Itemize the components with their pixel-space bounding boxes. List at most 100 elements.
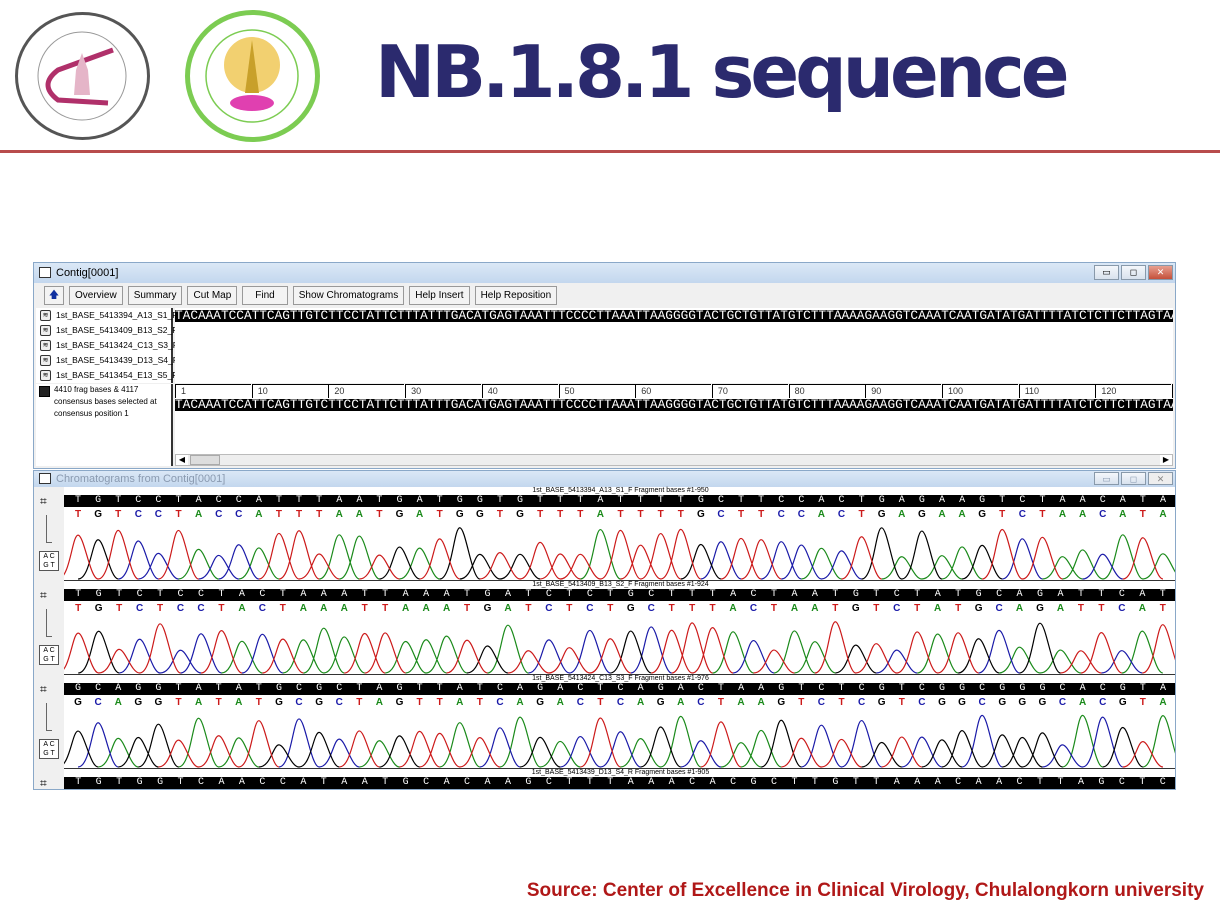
- fragment-name: 1st_BASE_5413439_D13_S4_R: [56, 355, 179, 365]
- position-ruler: 11020304050607080901001101201: [175, 384, 1173, 398]
- fragment-name: 1st_BASE_5413454_E13_S5_F: [56, 370, 178, 380]
- called-base: T: [75, 509, 81, 520]
- called-base: C: [95, 697, 102, 708]
- called-base: C: [798, 509, 805, 520]
- called-base: G: [697, 509, 705, 520]
- called-base: T: [477, 697, 483, 708]
- scale-slider[interactable]: [46, 609, 52, 637]
- fragment-item[interactable]: ≋1st_BASE_5413409_B13_S2_F: [36, 323, 177, 338]
- called-base: C: [893, 603, 900, 614]
- called-base: T: [899, 697, 905, 708]
- called-base: T: [669, 603, 675, 614]
- close-button[interactable]: ✕: [1148, 472, 1173, 485]
- called-base: A: [557, 697, 564, 708]
- called-base: G: [396, 697, 404, 708]
- minimize-button[interactable]: ▭: [1094, 472, 1119, 485]
- called-base: T: [1098, 603, 1104, 614]
- minimize-button[interactable]: ▭: [1094, 265, 1119, 280]
- called-base: T: [216, 697, 222, 708]
- called-base: A: [376, 697, 383, 708]
- fragment-item[interactable]: ≋1st_BASE_5413424_C13_S3_F: [36, 338, 178, 353]
- called-base: C: [586, 603, 593, 614]
- called-base: G: [476, 509, 484, 520]
- called-base: G: [155, 697, 163, 708]
- called-base: T: [537, 509, 543, 520]
- scale-slider[interactable]: [46, 703, 52, 731]
- called-base: G: [975, 603, 983, 614]
- called-base: T: [838, 697, 844, 708]
- expand-icon[interactable]: ⌗: [40, 776, 47, 790]
- ruler-tick: 1: [1172, 384, 1173, 398]
- help-reposition-button[interactable]: Help Reposition: [474, 286, 558, 305]
- scroll-right-arrow[interactable]: ▶: [1160, 455, 1172, 465]
- cut-map-button[interactable]: Cut Map: [187, 286, 238, 305]
- fragment-alignment-pane: TACAAATCCATTCAGTTGTCTTCCTATTCTTTATTTGACA…: [175, 308, 1173, 383]
- close-button[interactable]: ✕: [1148, 265, 1173, 280]
- expand-icon[interactable]: ⌗: [40, 494, 47, 508]
- fragment-item[interactable]: ≋ 1st_BASE_5413439_D13_S4_R: [36, 353, 179, 368]
- called-base: T: [638, 509, 644, 520]
- fragment-icon: ≋: [40, 325, 51, 336]
- trace-A: [178, 528, 1175, 580]
- maximize-button[interactable]: ◻: [1121, 265, 1146, 280]
- called-base: A: [637, 697, 644, 708]
- called-base: G: [878, 697, 886, 708]
- called-base: A: [516, 697, 523, 708]
- fragment-icon: ≋: [40, 355, 51, 366]
- called-base: T: [955, 603, 961, 614]
- ruler-tick: 30: [405, 384, 482, 398]
- scale-slider[interactable]: [46, 515, 52, 543]
- called-base: A: [195, 509, 202, 520]
- scroll-thumb[interactable]: [190, 455, 220, 465]
- called-base: A: [1079, 697, 1086, 708]
- fragment-name: 1st_BASE_5413394_A13_S1_F: [56, 310, 178, 320]
- called-base: C: [818, 697, 825, 708]
- called-base: C: [577, 697, 584, 708]
- fragment-item[interactable]: ≋ 1st_BASE_5413454_E13_S5_F: [36, 368, 177, 383]
- called-base: G: [74, 697, 82, 708]
- called-base: T: [75, 603, 81, 614]
- expand-icon[interactable]: ⌗: [40, 588, 47, 602]
- overview-button[interactable]: Overview: [69, 286, 123, 305]
- ruler-tick: 20: [328, 384, 405, 398]
- called-base: T: [280, 603, 286, 614]
- horizontal-scrollbar[interactable]: ◀ ▶: [175, 454, 1173, 466]
- called-base: T: [175, 697, 181, 708]
- called-base: T: [999, 509, 1005, 520]
- called-base: T: [116, 603, 122, 614]
- fragment-icon: ≋: [40, 370, 51, 381]
- called-base: T: [577, 509, 583, 520]
- trace-T: [64, 621, 1175, 674]
- up-button[interactable]: 🡅: [44, 286, 64, 305]
- scroll-left-arrow[interactable]: ◀: [176, 455, 188, 465]
- called-base: C: [545, 603, 552, 614]
- called-base: G: [134, 697, 142, 708]
- fragment-item[interactable]: ≋1st_BASE_5413394_A13_S1_F: [36, 308, 177, 323]
- ruler-tick: 90: [865, 384, 942, 398]
- called-base: T: [276, 509, 282, 520]
- show-chromatograms-button[interactable]: Show Chromatograms: [292, 286, 405, 305]
- called-base: G: [536, 697, 544, 708]
- called-base: T: [296, 509, 302, 520]
- called-base: G: [1039, 697, 1047, 708]
- maximize-button[interactable]: ◻: [1121, 472, 1146, 485]
- called-base: G: [1018, 697, 1026, 708]
- called-base: G: [396, 509, 404, 520]
- find-button[interactable]: Find: [242, 286, 288, 305]
- slide-title: NB.1.8.1 sequence: [375, 30, 1070, 114]
- called-base: G: [777, 697, 785, 708]
- called-base: T: [710, 603, 716, 614]
- called-base: A: [443, 603, 450, 614]
- help-insert-button[interactable]: Help Insert: [409, 286, 470, 305]
- summary-button[interactable]: Summary: [127, 286, 183, 305]
- called-base: A: [255, 509, 262, 520]
- expand-icon[interactable]: ⌗: [40, 682, 47, 696]
- called-base: T: [437, 509, 443, 520]
- called-base: C: [1099, 697, 1106, 708]
